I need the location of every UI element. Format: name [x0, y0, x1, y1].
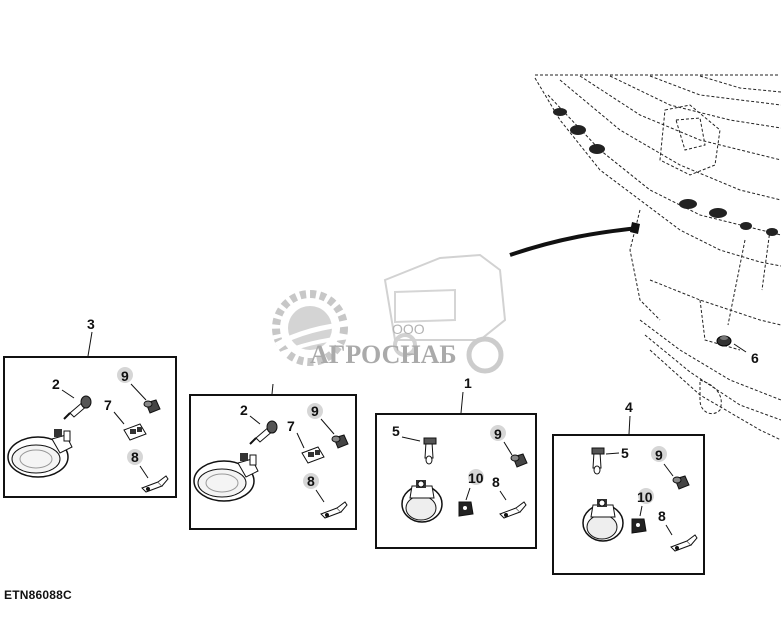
leader-6: [733, 343, 747, 353]
watermark-company-name: АГРОСНАБ: [310, 340, 457, 369]
callout-6: 6: [751, 350, 759, 366]
callout-8: 8: [658, 508, 666, 524]
callout-10: 10: [468, 470, 484, 486]
watermark-logo: ООО АГРОСНАБ: [272, 253, 507, 374]
callout-9: 9: [494, 426, 502, 442]
callout-4: 4: [625, 399, 633, 415]
tractor-front-solid: [553, 108, 778, 236]
callout-5: 5: [392, 423, 400, 439]
callout-10: 10: [637, 489, 653, 505]
callout-9: 9: [311, 403, 319, 419]
callout-9: 9: [121, 368, 129, 384]
callout-8: 8: [307, 473, 315, 489]
callout-7: 7: [104, 397, 112, 413]
figure-id: ETN86088C: [4, 588, 72, 602]
cable-harness: [509, 226, 639, 257]
cable-harness-end: [630, 222, 640, 234]
callout-5: 5: [621, 445, 629, 461]
part-6-grommet: [716, 335, 732, 347]
callout-3: 3: [87, 316, 95, 332]
callout-8: 8: [492, 474, 500, 490]
kit-box-1a: 2 9 7 8: [189, 383, 357, 530]
callout-1: 1: [464, 375, 472, 391]
kit-box-4: 4 5 9 10 8: [552, 399, 705, 575]
callout-8: 8: [131, 449, 139, 465]
callout-7: 7: [287, 418, 295, 434]
watermark-company-form: ООО: [392, 321, 425, 337]
callout-2: 2: [240, 402, 248, 418]
callout-9: 9: [655, 447, 663, 463]
clip-part-10: [458, 501, 474, 517]
clip-part-10: [631, 518, 647, 534]
callout-2: 2: [52, 376, 60, 392]
kit-box-3: 3 2 9 7 8: [3, 316, 177, 498]
kit-box-1b: 1 5 9 10 8: [375, 375, 537, 549]
